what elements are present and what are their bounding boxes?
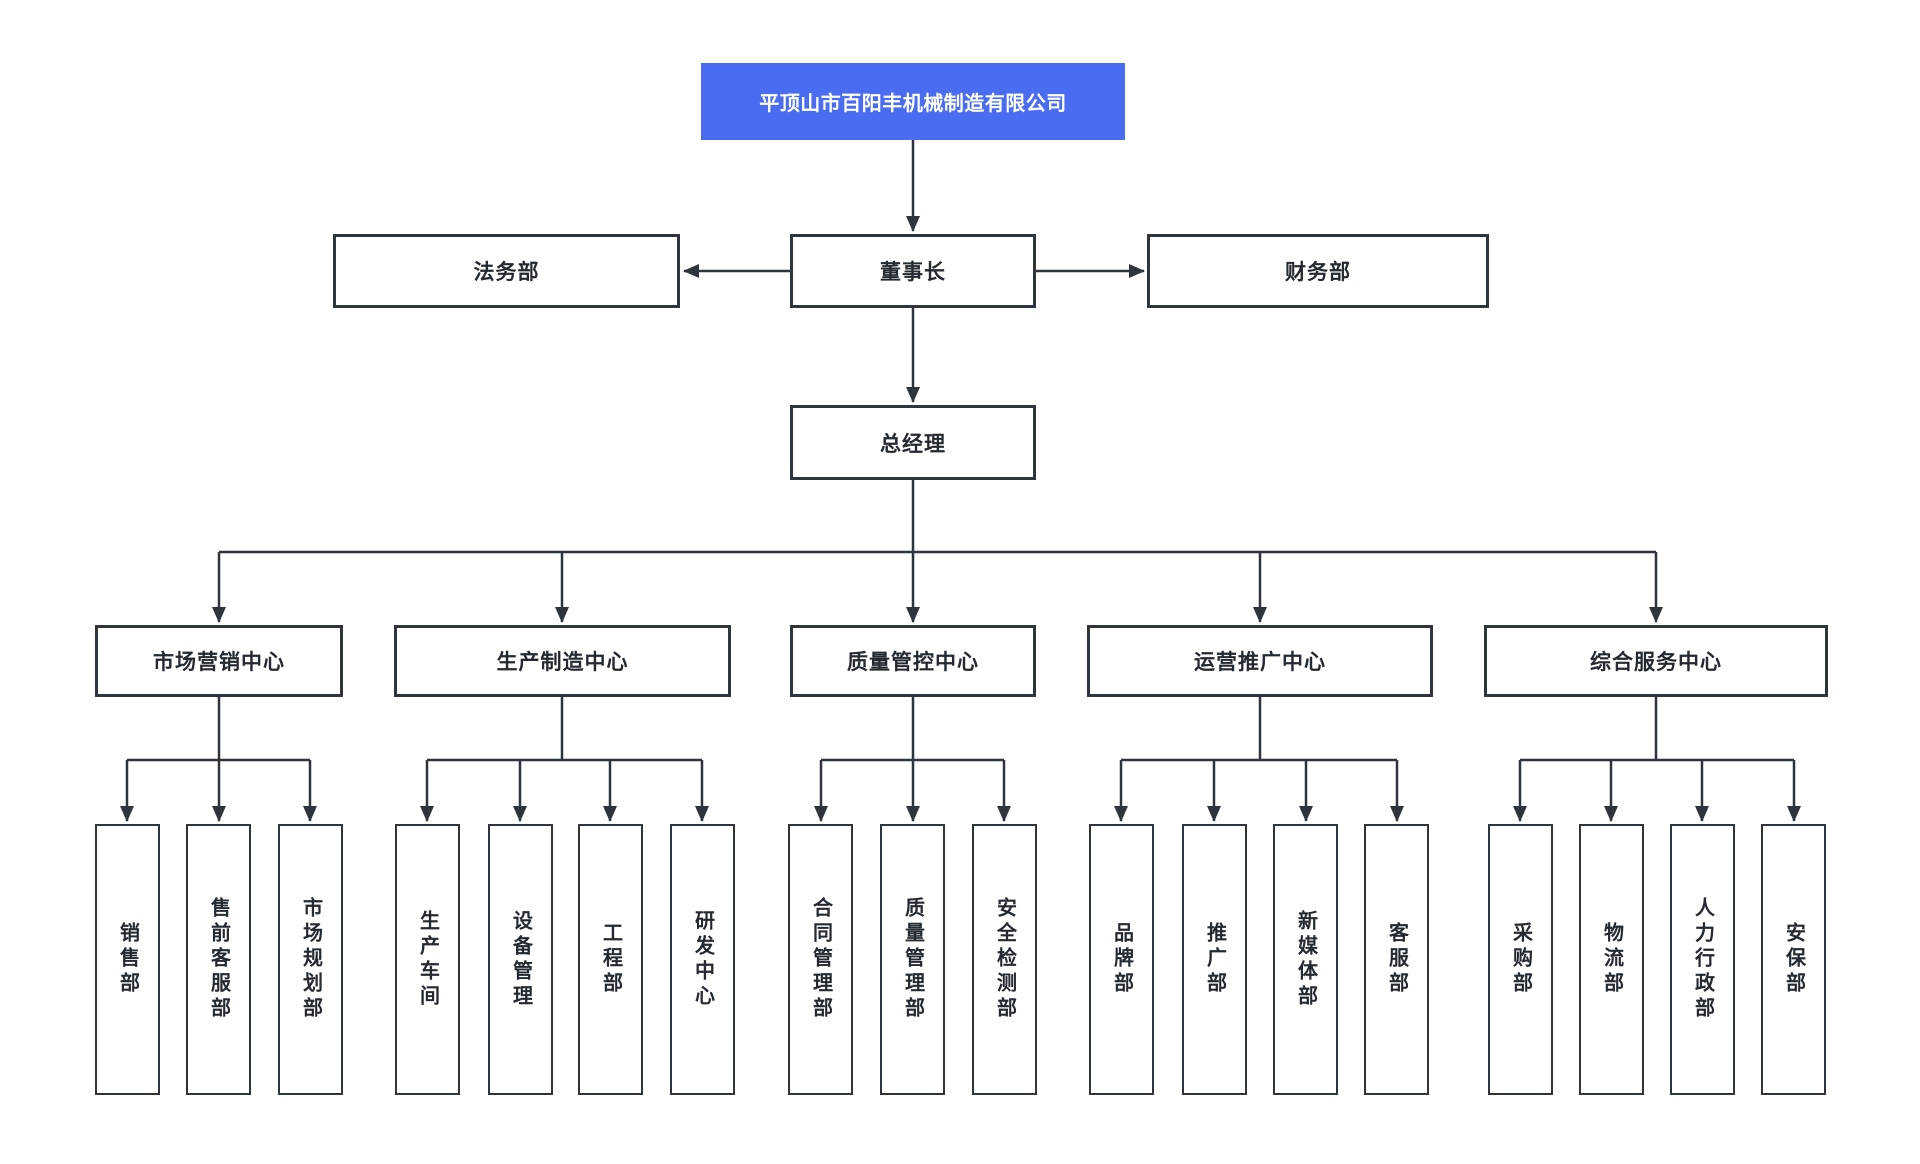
- dept-node[interactable]: 工程部: [578, 824, 643, 1095]
- dept-label: 安保部: [1782, 922, 1805, 997]
- chairman-label: 董事长: [880, 261, 946, 284]
- center-label: 质量管控中心: [847, 651, 979, 674]
- dept-label: 销售部: [116, 922, 139, 997]
- center-label: 市场营销中心: [153, 651, 285, 674]
- center-node-operations[interactable]: 运营推广中心: [1087, 625, 1433, 697]
- dept-label: 质量管理部: [901, 897, 924, 1022]
- finance-dept-label: 财务部: [1285, 261, 1351, 284]
- legal-dept-label: 法务部: [473, 261, 540, 284]
- dept-node[interactable]: 售前客服部: [186, 824, 251, 1095]
- dept-node[interactable]: 采购部: [1488, 824, 1553, 1095]
- dept-label: 品牌部: [1110, 922, 1133, 997]
- company-node[interactable]: 平顶山市百阳丰机械制造有限公司: [701, 63, 1125, 140]
- dept-label: 采购部: [1509, 922, 1532, 997]
- dept-label: 生产车间: [416, 909, 439, 1010]
- dept-node[interactable]: 设备管理: [488, 824, 553, 1095]
- dept-node[interactable]: 生产车间: [395, 824, 460, 1095]
- chairman-node[interactable]: 董事长: [790, 234, 1036, 308]
- dept-label: 工程部: [599, 922, 622, 997]
- center-node-services[interactable]: 综合服务中心: [1484, 625, 1828, 697]
- dept-node[interactable]: 安保部: [1761, 824, 1826, 1095]
- dept-node[interactable]: 人力行政部: [1670, 824, 1735, 1095]
- dept-node[interactable]: 物流部: [1579, 824, 1644, 1095]
- center-label: 综合服务中心: [1590, 651, 1722, 674]
- general-manager-label: 总经理: [880, 432, 946, 456]
- dept-node[interactable]: 安全检测部: [972, 824, 1037, 1095]
- general-manager-node[interactable]: 总经理: [790, 405, 1036, 480]
- dept-node[interactable]: 客服部: [1364, 824, 1429, 1095]
- dept-label: 人力行政部: [1691, 897, 1714, 1022]
- center-label: 运营推广中心: [1194, 651, 1326, 674]
- dept-label: 设备管理: [509, 909, 532, 1010]
- company-label: 平顶山市百阳丰机械制造有限公司: [759, 93, 1067, 115]
- dept-node[interactable]: 品牌部: [1089, 824, 1154, 1095]
- dept-node[interactable]: 销售部: [95, 824, 160, 1095]
- dept-label: 推广部: [1203, 922, 1226, 997]
- center-label: 生产制造中心: [496, 651, 629, 674]
- dept-label: 售前客服部: [207, 897, 230, 1022]
- center-node-production[interactable]: 生产制造中心: [394, 625, 731, 697]
- dept-node[interactable]: 合同管理部: [788, 824, 853, 1095]
- dept-node[interactable]: 质量管理部: [880, 824, 945, 1095]
- dept-label: 客服部: [1385, 922, 1408, 997]
- dept-node[interactable]: 新媒体部: [1273, 824, 1338, 1095]
- legal-dept-node[interactable]: 法务部: [333, 234, 680, 308]
- dept-label: 安全检测部: [993, 897, 1016, 1022]
- dept-node[interactable]: 研发中心: [670, 824, 735, 1095]
- dept-node[interactable]: 推广部: [1182, 824, 1247, 1095]
- center-node-quality[interactable]: 质量管控中心: [790, 625, 1036, 697]
- dept-label: 研发中心: [691, 909, 714, 1010]
- dept-label: 市场规划部: [299, 897, 322, 1022]
- dept-label: 合同管理部: [809, 897, 832, 1022]
- dept-label: 物流部: [1600, 922, 1623, 997]
- finance-dept-node[interactable]: 财务部: [1147, 234, 1489, 308]
- dept-node[interactable]: 市场规划部: [278, 824, 343, 1095]
- dept-label: 新媒体部: [1294, 909, 1317, 1010]
- center-node-marketing[interactable]: 市场营销中心: [95, 625, 343, 697]
